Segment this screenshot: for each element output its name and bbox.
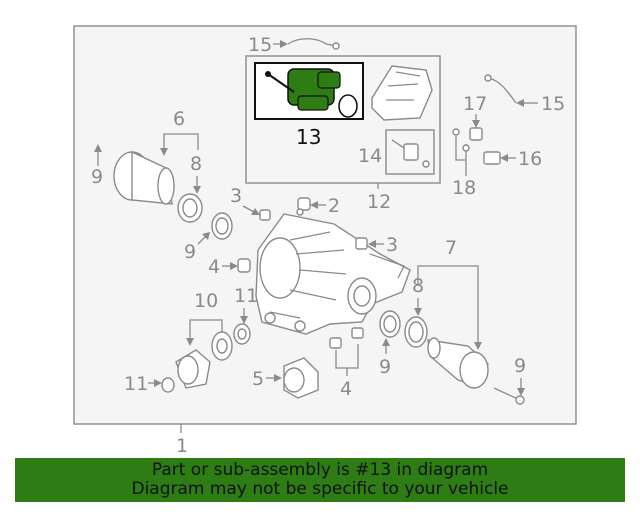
differential-housing-part [255, 208, 411, 335]
callout-3-top: 3 [230, 185, 242, 207]
callout-6: 6 [173, 108, 185, 130]
callout-9-left-top: 9 [91, 166, 103, 188]
callout-9-right-bottom: 9 [514, 355, 526, 377]
callout-16: 16 [518, 148, 542, 170]
callout-18: 18 [452, 177, 476, 199]
bolt-part-4-left [237, 258, 251, 273]
bolt-part-3-right [355, 237, 368, 250]
callout-14: 14 [358, 145, 382, 167]
output-flange-left-part-6 [113, 150, 175, 205]
callout-5: 5 [252, 368, 264, 390]
banner-line-1: Part or sub-assembly is #13 in diagram [151, 460, 489, 480]
pinion-flange-part-10 [175, 349, 211, 389]
sensor-part-17 [469, 127, 483, 141]
seal-part-9-left [211, 212, 233, 240]
callout-12: 12 [367, 191, 391, 213]
callout-9-left-mid: 9 [184, 241, 196, 263]
callout-11-top: 11 [234, 285, 258, 307]
seal-part-8-left [177, 193, 203, 223]
callout-11-left: 11 [124, 373, 148, 395]
plug-part-2 [297, 197, 311, 211]
callout-15-top: 15 [248, 34, 272, 56]
callout-2: 2 [328, 195, 340, 217]
callout-1: 1 [176, 435, 188, 457]
output-flange-right-part-7 [427, 337, 489, 389]
callout-17: 17 [463, 93, 487, 115]
mount-bushing-part-5 [283, 357, 319, 399]
callout-4-left: 4 [208, 256, 220, 278]
callout-8-left: 8 [190, 153, 202, 175]
seal-part-8-right [404, 316, 428, 348]
callout-7: 7 [445, 237, 457, 259]
bolt-part-3-top [259, 209, 271, 221]
wire-harness-15-top [287, 38, 337, 47]
nut-part-11-left [161, 377, 175, 393]
banner-line-2: Diagram may not be specific to your vehi… [131, 479, 509, 499]
callout-8-right: 8 [412, 275, 424, 297]
bolt-part-9-right [493, 387, 521, 401]
bolt-part-4-bottom-b [351, 327, 364, 339]
washer-part-11-top [233, 323, 251, 345]
callout-15-right: 15 [541, 93, 565, 115]
callout-9-right-top: 9 [379, 356, 391, 378]
callout-13: 13 [296, 125, 321, 149]
bearing-part-10-b [211, 331, 233, 361]
sensor-part-14 [391, 139, 430, 168]
callout-3-right: 3 [386, 234, 398, 256]
actuator-part-13 [265, 68, 358, 118]
cover-plate-part [371, 65, 433, 121]
info-banner: Part or sub-assembly is #13 in diagram D… [15, 458, 625, 502]
seal-part-9-right [379, 310, 401, 338]
callout-4-bottom: 4 [340, 378, 352, 400]
bolt-part-4-bottom-a [329, 337, 342, 349]
callout-10: 10 [194, 290, 218, 312]
sensor-part-16 [483, 151, 501, 165]
